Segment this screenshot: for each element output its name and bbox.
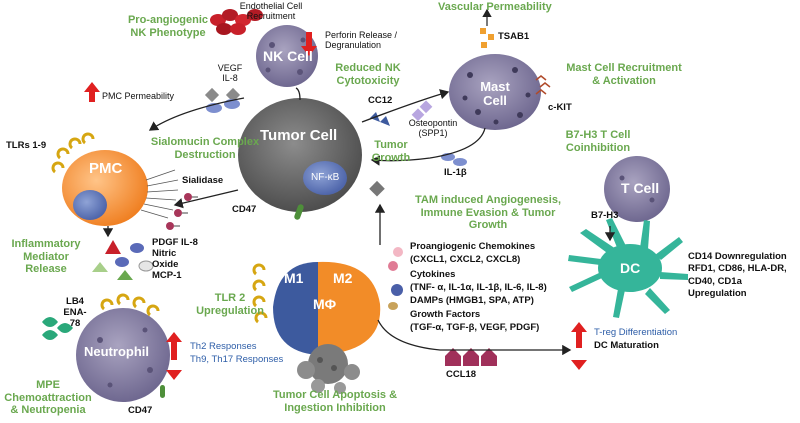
neutrophil-label: Neutrophil [84, 344, 149, 359]
lb4-molecules [42, 317, 73, 340]
treg-label: T-reg Differentiation [594, 327, 678, 338]
lb4-label: LB4 ENA-78 [63, 296, 87, 329]
b7h3-label: B7-H3 [591, 210, 619, 221]
dc-label: DC [620, 260, 641, 276]
perforin-down-arrow [301, 32, 317, 56]
treg-updown-arrow [571, 322, 587, 370]
osteopontin-molecules [411, 100, 433, 122]
cc12-label: CC12 [368, 95, 393, 106]
t-cell [604, 156, 670, 222]
sialidase-molecules [166, 193, 198, 230]
th9-label: Th9, Th17 Responses [190, 354, 284, 365]
apoptosis-heading: Tumor Cell Apoptosis & Ingestion Inhibit… [272, 389, 398, 414]
tam-heading: TAM induced Angiogenesis, Immune Evasion… [414, 194, 562, 232]
apoptotic-cells [297, 344, 360, 394]
t-cell-label: T Cell [621, 180, 660, 196]
m2-label: M2 [333, 270, 353, 286]
tumor-growth-heading: Tumor Growth [371, 139, 411, 164]
tsab1-label: TSAB1 [498, 31, 530, 42]
mast-cell-label: Mast Cell [480, 79, 510, 109]
pro-angiogenic-heading: Pro-angiogenic NK Phenotype [127, 14, 209, 39]
growth-factors-list: (TGF-α, TGF-β, VEGF, PDGF) [410, 322, 540, 333]
cd47-neutrophil-label: CD47 [128, 405, 153, 416]
dc-maturation-label: DC Maturation [594, 340, 659, 351]
il1b-label: IL-1β [444, 167, 467, 178]
ckit-receptor-icon [535, 75, 551, 95]
endothelial-label: Endothelial Cell Recruitment [239, 1, 303, 22]
chemokines-list: (CXCL1, CXCL2, CXCL8) [410, 254, 521, 265]
tlr-receptor-icon [51, 132, 95, 174]
pmc-label: PMC [89, 160, 123, 177]
cd14-label: CD14 Downregulation RFD1, CD86, HLA-DR, … [688, 251, 787, 300]
pdgf-list-label: PDGF IL-8 Nitric Oxide MCP-1 [152, 237, 198, 281]
tumor-cell-label: Tumor Cell [260, 127, 338, 144]
pmc-permeability-label: PMC Permeability [102, 91, 175, 101]
nk-cell [256, 25, 318, 87]
th-responses-updown-arrow [166, 332, 182, 380]
macrophage-cell [273, 261, 381, 355]
m1-label: M1 [284, 270, 304, 286]
damps-label: DAMPs (HMGB1, SPA, ATP) [410, 295, 534, 306]
tlrs-label: TLRs 1-9 [6, 140, 47, 151]
tsab1-icon [480, 28, 494, 48]
th2-label: Th2 Responses [190, 341, 257, 352]
cd47-tumor-label: CD47 [232, 204, 257, 215]
connector-arrows [102, 87, 616, 356]
sialomucin-fibers [140, 169, 179, 219]
neutrophil-tlr-icon [100, 293, 160, 317]
pmc-cell [62, 150, 148, 226]
cytokines-label: Cytokines [410, 269, 456, 280]
tam-signal-diamond [369, 180, 385, 197]
mphi-label: MΦ [313, 296, 337, 312]
tumor-cell [238, 98, 362, 220]
mpe-heading: MPE Chemoattraction & Neutropenia [4, 379, 92, 417]
sialidase-label: Sialidase [182, 175, 224, 186]
dendritic-cell [568, 218, 688, 318]
reduced-nk-heading: Reduced NK Cytotoxicity [335, 62, 401, 87]
inflammatory-heading: Inflammatory Mediator Release [11, 238, 81, 276]
growth-factors-label: Growth Factors [410, 309, 481, 320]
cc12-molecule [370, 112, 390, 126]
osteopontin-label: Osteopontin (SPP1) [408, 118, 458, 139]
secreted-factor-icons [388, 247, 403, 310]
endothelial-cells-icon [210, 9, 263, 35]
tlr2-heading: TLR 2 Upregulation [196, 292, 264, 317]
ccl18-icon [445, 348, 497, 366]
sialomucin-heading: Sialomucin Complex Destruction [150, 136, 260, 161]
red-arrows [84, 32, 587, 380]
neutrophil-cell [76, 308, 170, 402]
nfkb-label: NF-κB [311, 172, 340, 183]
vegf-il8-label: VEGF IL-8 [217, 63, 243, 84]
b7h3-heading: B7-H3 T Cell Coinhibition [565, 129, 631, 154]
ckit-label: c-KIT [548, 102, 572, 113]
cytokines-list: (TNF- α, IL-1α, IL-1β, IL-6, IL-8) [410, 282, 547, 293]
pmc-permeability-up-arrow [84, 82, 100, 102]
macrophage-tlr-icon [252, 263, 268, 324]
chemokines-label: Proangiogenic Chemokines [410, 241, 536, 252]
mast-cell [449, 54, 541, 130]
vascular-permeability-heading: Vascular Permeability [438, 1, 552, 13]
perforin-label: Perforin Release / Degranulation [325, 30, 398, 51]
mediator-shapes [92, 240, 154, 280]
mast-recruitment-heading: Mast Cell Recruitment & Activation [566, 62, 682, 87]
ccl18-label: CCL18 [446, 369, 477, 380]
nk-cell-label: NK Cell [263, 48, 313, 64]
